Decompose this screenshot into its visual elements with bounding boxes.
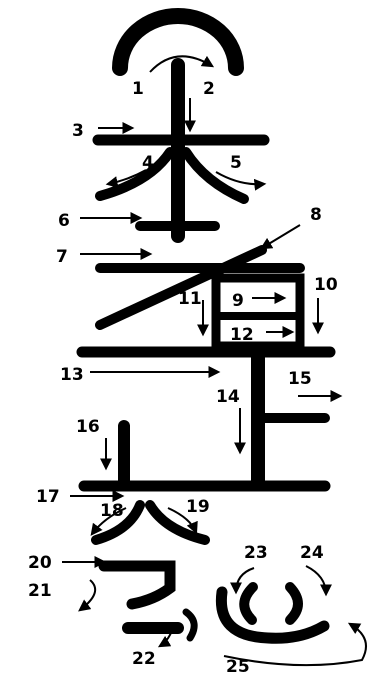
step-number: 20: [28, 553, 52, 573]
step-number: 5: [230, 153, 242, 173]
step-number: 24: [300, 543, 324, 563]
step-number: 16: [76, 417, 100, 437]
step-number: 19: [186, 497, 210, 517]
step-number: 6: [58, 211, 70, 231]
arrow-8: [262, 225, 300, 248]
step-number: 4: [142, 153, 154, 173]
step-number: 9: [232, 291, 244, 311]
step-number: 22: [132, 649, 156, 669]
step-number: 7: [56, 247, 68, 267]
stroke-hook: [104, 566, 170, 604]
stroke-small-curve: [186, 612, 194, 638]
step-number: 8: [310, 205, 322, 225]
step-number: 10: [314, 275, 338, 295]
step-number: 14: [216, 387, 240, 407]
step-number: 17: [36, 487, 60, 507]
step-number: 15: [288, 369, 312, 389]
stroke-bottom-sweep: [221, 592, 324, 638]
arrow-24: [306, 566, 326, 594]
step-number: 12: [230, 325, 254, 345]
step-number: 13: [60, 365, 84, 385]
step-number: 3: [72, 121, 84, 141]
arrow-21: [80, 580, 95, 610]
symbol-strokes: [82, 16, 330, 638]
stroke-right-arc: [290, 587, 298, 620]
step-number: 11: [178, 289, 202, 309]
step-number: 21: [28, 581, 52, 601]
step-number: 2: [203, 79, 215, 99]
stroke-left-wing: [100, 152, 170, 196]
step-number: 18: [100, 501, 124, 521]
stroke-left-arc: [244, 587, 253, 620]
step-number: 25: [226, 657, 250, 677]
step-number: 23: [244, 543, 268, 563]
direction-arrows: [62, 56, 366, 665]
step-number: 1: [132, 79, 144, 99]
